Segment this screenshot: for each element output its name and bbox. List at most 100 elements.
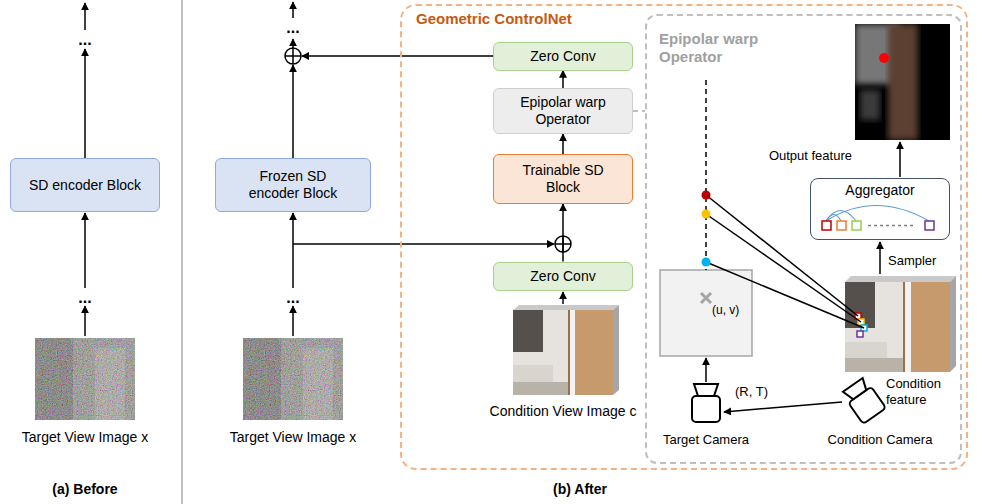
box-label: Epipolar warp Operator: [508, 94, 618, 128]
box-label: Aggregator: [815, 182, 945, 199]
flow-arrow: [292, 39, 294, 48]
flow-arrow: [302, 55, 493, 57]
aggregator-box: Aggregator: [810, 178, 950, 240]
region-title: Epipolar warp Operator: [659, 30, 809, 66]
aggregator-tokens: [826, 211, 856, 222]
label-slot: Condition feature: [886, 376, 958, 408]
ray-line: [706, 262, 864, 328]
noisy-image: [35, 338, 135, 420]
condition-image: [568, 310, 613, 395]
flow-arrow: [84, 213, 86, 288]
noisy-image: [243, 338, 343, 420]
frozen-encoder-block: Frozen SD encoder Block: [215, 158, 371, 212]
condition-image: [513, 305, 619, 395]
condition-image: [570, 310, 575, 395]
connector: [562, 71, 564, 89]
camera-icon: [843, 378, 870, 402]
ellipsis: ...: [286, 288, 299, 307]
depth-point: [702, 210, 711, 219]
flow-arrow: [292, 306, 294, 336]
connector: [562, 204, 564, 262]
output-image: [879, 53, 889, 63]
zero-conv-box: Zero Conv: [493, 42, 633, 71]
pixel-label: (u, v): [712, 303, 739, 318]
depth-point: [702, 258, 711, 267]
noisy-image: [35, 338, 135, 420]
camera-icon: [692, 396, 720, 422]
aggregator-tokens: [837, 221, 846, 230]
camera-label: Target Camera: [663, 432, 749, 448]
panel-caption: (a) Before: [52, 481, 117, 498]
ray-line: [706, 214, 861, 322]
flow-arrow: [292, 65, 294, 158]
feature-image: [845, 276, 956, 372]
encoder-block: SD encoder Block: [10, 158, 160, 212]
ellipsis: ...: [286, 18, 299, 37]
sum-symbol: [292, 48, 294, 64]
output-image: [855, 24, 950, 140]
image-plane: [701, 293, 711, 303]
label-slot: (R, T): [733, 382, 783, 400]
image-caption: Target View Image x: [22, 429, 149, 446]
flow-arrow: [293, 243, 554, 245]
zero-conv-box: Zero Conv: [493, 262, 633, 291]
aggregator-tokens: [822, 221, 831, 230]
connector: [562, 134, 564, 154]
label-slot: Output feature: [758, 146, 852, 164]
flow-arrow: [85, 2, 900, 412]
feature-image: [845, 276, 956, 282]
label-slot: Sampler: [888, 251, 948, 269]
camera-icon: [694, 384, 718, 396]
label-slot: ...: [263, 18, 323, 37]
sum-symbol: [285, 48, 571, 252]
box-label: Frozen SD encoder Block: [238, 168, 348, 202]
camera-icon: [692, 384, 720, 422]
condition-image: [513, 310, 543, 352]
flow-arrow: [292, 2, 294, 18]
output-image: [855, 24, 918, 140]
label-slot: (b) After: [520, 480, 640, 498]
flow-arrow: [724, 402, 842, 412]
flow-arrow: [84, 49, 86, 158]
noisy-image: [243, 338, 343, 420]
aggregator-tokens: [868, 225, 916, 227]
label-slot: Target Camera: [651, 430, 761, 448]
camera-icon: [841, 377, 886, 424]
label-slot: (a) Before: [25, 480, 145, 498]
sum-symbol: [285, 48, 301, 64]
label-slot: Target View Image x: [213, 428, 373, 446]
image-plane: [660, 270, 752, 356]
box-label: Zero Conv: [530, 268, 595, 285]
condition-image: [575, 310, 613, 395]
box-label: SD encoder Block: [29, 177, 141, 194]
output-image: [860, 90, 880, 120]
flow-arrow: [879, 242, 881, 274]
label-slot: Condition View Image c: [468, 402, 658, 420]
pose-label: (R, T): [733, 384, 770, 400]
label-slot: Target View Image x: [5, 428, 165, 446]
region-title: Geometric ControlNet: [416, 10, 572, 28]
feature-label: Output feature: [769, 148, 852, 164]
controlnet-region: Geometric ControlNetZero ConvEpipolar wa…: [400, 4, 968, 470]
ray-line: [706, 195, 858, 316]
flow-arrow: [562, 292, 564, 304]
flow-arrow: [84, 306, 86, 336]
box-label: Zero Conv: [530, 48, 595, 65]
output-image: [855, 24, 950, 140]
condition-image: [513, 310, 613, 395]
condition-image: [613, 305, 619, 395]
flow-arrow: [899, 142, 901, 177]
image-plane: [660, 270, 752, 356]
flow-arrow: [292, 213, 294, 288]
box-label: Trainable SD Block: [513, 162, 613, 196]
depth-point: [702, 191, 711, 267]
flow-arrow: [705, 358, 707, 382]
noisy-image: [243, 338, 343, 420]
connector: [633, 110, 645, 112]
epipolar-line: [705, 80, 707, 270]
aggregator-tokens: [925, 221, 934, 230]
label-slot: Condition Camera: [820, 430, 940, 448]
label-slot: (u, v): [712, 300, 756, 318]
step-label: Sampler: [888, 253, 936, 269]
